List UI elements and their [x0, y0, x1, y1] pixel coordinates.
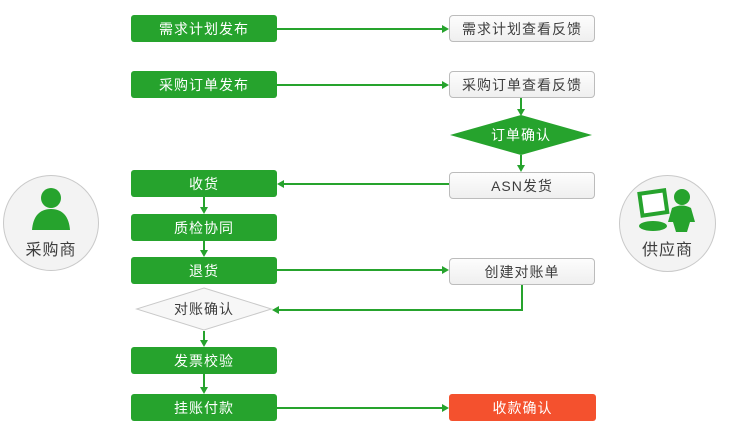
- node-label: 需求计划查看反馈: [462, 20, 582, 37]
- person-laptop-icon: [636, 187, 695, 232]
- node-label: 退货: [189, 262, 219, 279]
- arrowhead-down: [517, 165, 525, 172]
- node-label: 对账确认: [174, 301, 234, 317]
- arrowhead-right: [442, 25, 449, 33]
- arrowhead-right: [442, 404, 449, 412]
- edge-statement-elbow-vertical: [521, 285, 523, 311]
- arrowhead-left: [277, 180, 284, 188]
- diamond-shape: [135, 287, 273, 331]
- arrowhead-right: [442, 266, 449, 274]
- node-order-confirm: 订单确认: [450, 115, 592, 155]
- node-label: 收货: [189, 175, 219, 192]
- arrowhead-down: [200, 250, 208, 257]
- node-label: 质检协同: [174, 219, 234, 236]
- node-receive-goods: 收货: [131, 170, 277, 197]
- actor-buyer-label: 采购商: [25, 242, 77, 259]
- actor-buyer: 采购商: [3, 175, 99, 271]
- node-label: 创建对账单: [484, 263, 560, 280]
- node-return-goods: 退货: [131, 257, 277, 284]
- edge-confirm-asn-line: [520, 155, 522, 166]
- diamond-shape: [450, 115, 592, 155]
- node-create-statement: 创建对账单: [449, 258, 595, 285]
- node-po-feedback: 采购订单查看反馈: [449, 71, 595, 98]
- edge-receive-quality-line: [203, 197, 205, 208]
- edge-confirm-invoice-line: [203, 331, 205, 341]
- node-payment-confirm: 收款确认: [449, 394, 596, 421]
- node-demand-plan-feedback: 需求计划查看反馈: [449, 15, 595, 42]
- arrowhead-right: [442, 81, 449, 89]
- edge-po-confirm-line: [520, 98, 522, 110]
- node-demand-plan-publish: 需求计划发布: [131, 15, 277, 42]
- arrowhead-down: [517, 109, 525, 116]
- edge-asn-receive-line: [284, 183, 449, 185]
- node-label: 采购订单查看反馈: [462, 76, 582, 93]
- node-label: 订单确认: [491, 127, 551, 143]
- arrowhead-left: [272, 306, 279, 314]
- arrowhead-down: [200, 207, 208, 214]
- edge-statement-elbow-horizontal: [279, 309, 523, 311]
- node-label: 需求计划发布: [159, 20, 249, 37]
- edge-payment-confirm-line: [277, 407, 442, 409]
- actor-supplier-label: 供应商: [641, 241, 693, 259]
- edge-po-line: [277, 84, 442, 86]
- person-icon: [32, 188, 70, 230]
- arrowhead-down: [200, 340, 208, 347]
- edge-quality-return-line: [203, 241, 205, 251]
- edge-invoice-payment-line: [203, 374, 205, 388]
- arrowhead-down: [200, 387, 208, 394]
- node-label: 收款确认: [492, 399, 553, 416]
- node-quality-check: 质检协同: [131, 214, 277, 241]
- node-label: ASN发货: [491, 177, 553, 194]
- node-invoice-verify: 发票校验: [131, 347, 277, 374]
- actor-supplier: 供应商: [619, 175, 716, 272]
- edge-demand-plan-line: [277, 28, 442, 30]
- node-label: 采购订单发布: [159, 76, 249, 93]
- node-label: 挂账付款: [174, 399, 234, 416]
- node-asn-ship: ASN发货: [449, 172, 595, 199]
- node-book-payment: 挂账付款: [131, 394, 277, 421]
- node-statement-confirm: 对账确认: [135, 287, 273, 331]
- edge-return-statement-line: [277, 269, 442, 271]
- node-po-publish: 采购订单发布: [131, 71, 277, 98]
- node-label: 发票校验: [174, 352, 234, 369]
